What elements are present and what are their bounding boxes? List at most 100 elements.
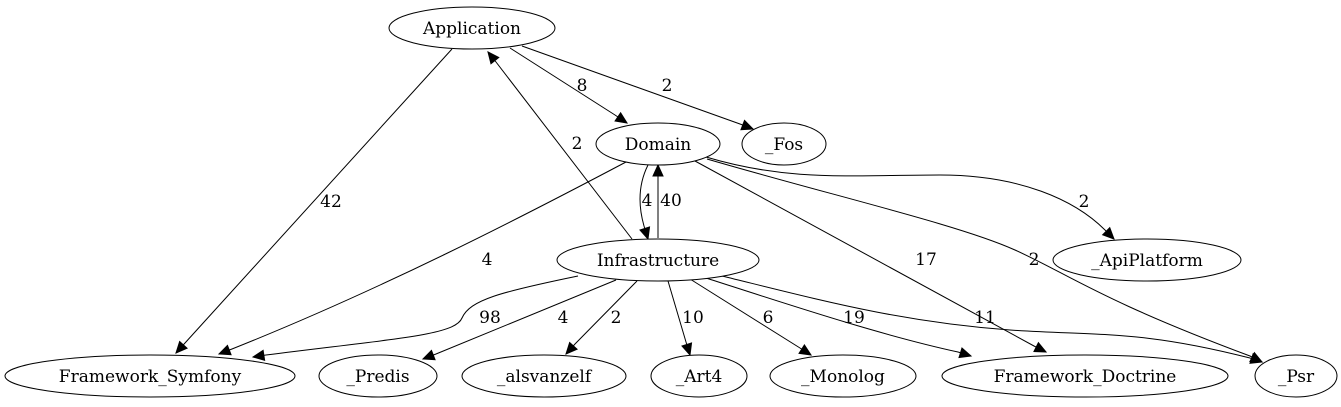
- edge-infrastructure-to-domain: 40: [652, 163, 682, 238]
- node-ellipse: [1052, 238, 1242, 282]
- node-label: _ApiPlatform: [1091, 251, 1203, 271]
- arrowhead-icon: [175, 340, 188, 354]
- node-label: Application: [422, 19, 521, 39]
- node-predis[interactable]: _Predis: [318, 354, 438, 398]
- node-ellipse: [318, 354, 438, 398]
- node-psr[interactable]: _Psr: [1254, 354, 1338, 398]
- node-label: _Monolog: [801, 367, 885, 387]
- edge-line: [509, 47, 628, 124]
- edge-infrastructure-to-predis: 4: [421, 279, 617, 361]
- edge-application-to-framework_symfony: 42: [175, 48, 453, 354]
- node-fos[interactable]: _Fos: [741, 122, 827, 166]
- edge-weight-label: 2: [1079, 192, 1090, 212]
- edge-weight-label: 11: [974, 308, 996, 328]
- node-framework_symfony[interactable]: Framework_Symfony: [4, 354, 296, 398]
- node-label: Infrastructure: [597, 251, 719, 271]
- edge-infrastructure-to-framework_symfony: 98: [251, 275, 579, 361]
- arrowhead-icon: [740, 119, 755, 131]
- arrowhead-icon: [639, 226, 651, 241]
- edge-domain-to-infrastructure: 4: [639, 164, 652, 241]
- node-label: _Psr: [1278, 367, 1315, 387]
- arrowhead-icon: [1249, 352, 1264, 364]
- node-application[interactable]: Application: [388, 6, 556, 50]
- node-ellipse: [1254, 354, 1338, 398]
- node-ellipse: [461, 354, 627, 398]
- arrowhead-icon: [1033, 341, 1048, 353]
- node-ellipse: [595, 122, 721, 166]
- node-label: _Predis: [346, 367, 409, 387]
- edge-line: [689, 278, 812, 356]
- edge-weight-label: 2: [611, 308, 622, 328]
- edge-infrastructure-to-art4: 10: [667, 280, 704, 357]
- node-monolog[interactable]: _Monolog: [769, 354, 917, 398]
- node-label: Domain: [625, 135, 692, 155]
- edge-line: [721, 275, 1263, 363]
- edge-infrastructure-to-psr: 11: [721, 275, 1264, 364]
- arrowhead-icon: [1101, 226, 1115, 240]
- edge-weight-label: 19: [843, 308, 865, 328]
- node-apiplatform[interactable]: _ApiPlatform: [1052, 238, 1242, 282]
- edge-infrastructure-to-monolog: 6: [689, 278, 813, 356]
- edge-line: [706, 158, 1263, 363]
- node-ellipse: [556, 238, 760, 282]
- node-label: Framework_Symfony: [59, 367, 242, 387]
- arrowhead-icon: [798, 343, 813, 356]
- node-art4[interactable]: _Art4: [650, 354, 748, 398]
- edge-domain-to-framework_symfony: 4: [217, 161, 627, 356]
- edge-application-to-fos: 2: [521, 45, 755, 131]
- arrowhead-icon: [251, 349, 266, 361]
- edge-weight-label: 2: [662, 76, 673, 96]
- node-label: _alsvanzelf: [497, 367, 593, 387]
- edge-weight-label: 2: [572, 134, 583, 154]
- arrowhead-icon: [614, 111, 629, 124]
- node-infrastructure[interactable]: Infrastructure: [556, 238, 760, 282]
- node-label: _Fos: [765, 135, 803, 155]
- edge-weight-label: 2: [1029, 250, 1040, 270]
- arrowhead-icon: [681, 342, 693, 357]
- edge-line: [639, 164, 649, 240]
- node-ellipse: [650, 354, 748, 398]
- arrowhead-icon: [421, 349, 436, 361]
- edge-line: [705, 277, 972, 357]
- edge-weight-label: 6: [763, 308, 774, 328]
- arrowhead-icon: [217, 344, 232, 356]
- node-label: _Art4: [676, 367, 723, 387]
- edge-line: [252, 275, 579, 358]
- edge-line: [175, 48, 453, 354]
- edge-domain-to-apiplatform: 2: [705, 156, 1115, 240]
- node-alsvanzelf[interactable]: _alsvanzelf: [461, 354, 627, 398]
- edge-line: [218, 161, 627, 355]
- edge-line: [705, 156, 1115, 240]
- edge-line: [422, 279, 617, 360]
- edge-infrastructure-to-framework_doctrine: 19: [705, 277, 973, 359]
- edge-weight-label: 10: [682, 308, 704, 328]
- node-ellipse: [4, 354, 296, 398]
- node-ellipse: [941, 354, 1229, 398]
- arrowhead-icon: [652, 163, 664, 177]
- edge-infrastructure-to-alsvanzelf: 2: [565, 280, 638, 355]
- edge-weight-label: 98: [479, 308, 501, 328]
- node-ellipse: [388, 6, 556, 50]
- node-framework_doctrine[interactable]: Framework_Doctrine: [941, 354, 1229, 398]
- node-ellipse: [741, 122, 827, 166]
- edge-infrastructure-to-application: 2: [487, 51, 633, 240]
- arrowhead-icon: [565, 341, 578, 355]
- edge-weight-label: 8: [577, 76, 588, 96]
- edge-weight-label: 40: [660, 191, 682, 211]
- node-domain[interactable]: Domain: [595, 122, 721, 166]
- arrowhead-icon: [487, 51, 500, 65]
- edge-weight-label: 4: [558, 308, 569, 328]
- edge-application-to-domain: 8: [509, 47, 629, 124]
- edge-weight-label: 17: [915, 250, 937, 270]
- node-label: Framework_Doctrine: [994, 367, 1177, 387]
- edge-line: [565, 280, 638, 355]
- edge-domain-to-framework_doctrine: 17: [694, 160, 1048, 353]
- edge-weight-label: 42: [320, 192, 342, 212]
- edge-weight-label: 4: [482, 250, 493, 270]
- edge-line: [521, 45, 754, 130]
- arrowhead-icon: [958, 347, 973, 359]
- node-ellipse: [769, 354, 917, 398]
